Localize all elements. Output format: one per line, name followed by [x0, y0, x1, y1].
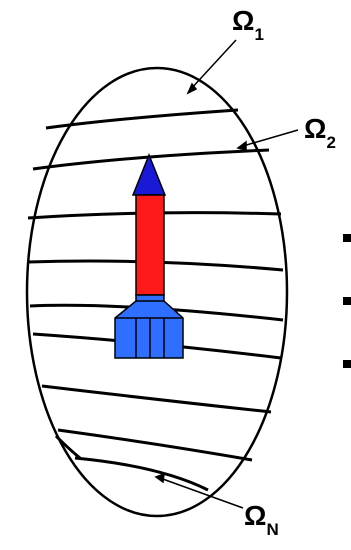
omega2-subscript: 2 — [326, 133, 335, 152]
omegaN-symbol: Ω — [244, 500, 266, 531]
omega1-label: Ω1 — [232, 5, 264, 44]
rocket-nose — [131, 152, 167, 196]
partition-line — [41, 384, 272, 414]
partition-line — [32, 148, 270, 171]
rocket-body — [135, 194, 165, 296]
omega2-symbol: Ω — [304, 113, 326, 144]
partition-line — [74, 456, 209, 492]
partition-line — [45, 108, 239, 130]
partition-line — [54, 434, 81, 460]
omegaN-leader — [159, 477, 244, 509]
bullet-list — [343, 234, 351, 368]
bullet-square-icon — [343, 234, 351, 242]
label-leader-lines — [154, 39, 299, 509]
partition-line — [57, 428, 253, 462]
omega1-leader — [189, 39, 237, 91]
rocket-base — [114, 294, 184, 359]
omega1-arrowhead — [186, 82, 198, 95]
omegaN-subscript: N — [266, 520, 278, 539]
omegaN-label: ΩN — [244, 500, 279, 539]
bullet-square-icon — [343, 360, 351, 368]
bullet-square-icon — [343, 297, 351, 305]
omega2-leader — [242, 129, 299, 147]
omega2-arrowhead — [236, 140, 247, 151]
omega2-label: Ω2 — [304, 113, 336, 152]
omega1-symbol: Ω — [232, 5, 254, 36]
domain-boundary-ellipse — [25, 66, 289, 518]
omegaN-arrowhead — [154, 472, 165, 484]
subdomain-partition-lines — [27, 108, 284, 492]
omega1-subscript: 1 — [254, 25, 263, 44]
rocket-icon — [114, 152, 184, 359]
